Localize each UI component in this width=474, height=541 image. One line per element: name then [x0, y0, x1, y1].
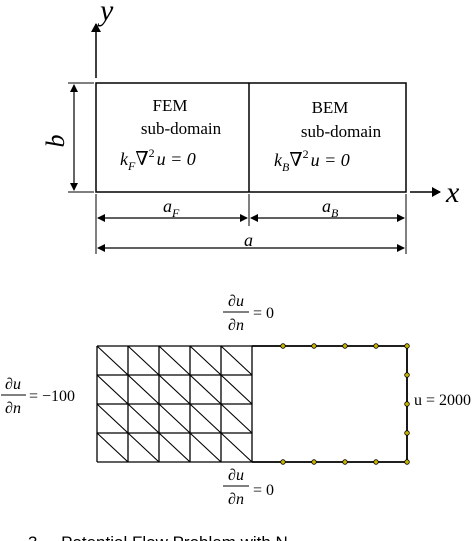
bem-node	[280, 459, 286, 465]
bem-node	[404, 459, 410, 465]
bottom-bc-numerator: ∂u	[228, 467, 244, 484]
bem-node	[373, 343, 379, 349]
mesh-diagonal	[158, 374, 191, 405]
fem-title: FEM	[153, 96, 188, 115]
bem-title: BEM	[312, 98, 349, 117]
bottom-mesh-diagram: ∂u ∂n = 0 ∂u ∂n = −100 u = 2000 ∂u ∂n = …	[1, 293, 471, 508]
bottom-bc-rhs: = 0	[253, 482, 274, 499]
mesh-diagonal	[158, 403, 191, 434]
top-boundary-condition: ∂u ∂n = 0	[223, 293, 274, 334]
bem-node	[311, 459, 317, 465]
bem-boundary	[252, 343, 410, 465]
dim-label-fem: aF	[163, 196, 180, 220]
domain-rectangle	[95, 82, 407, 193]
fem-subtitle: sub-domain	[141, 119, 222, 138]
x-axis-label: x	[445, 176, 460, 209]
mesh-diagonal	[189, 403, 222, 434]
mesh-diagonal	[127, 432, 160, 463]
mesh-diagonal	[220, 374, 253, 405]
mesh-diagonal	[96, 432, 129, 463]
mesh-diagonal	[189, 374, 222, 405]
left-bc-numerator: ∂u	[5, 376, 21, 393]
mesh-diagonal	[96, 403, 129, 434]
mesh-diagonal	[189, 432, 222, 463]
bem-node	[342, 459, 348, 465]
mesh-diagonal	[189, 345, 222, 376]
bem-subtitle: sub-domain	[301, 122, 382, 141]
top-bc-denominator: ∂n	[228, 317, 244, 334]
bottom-boundary-condition: ∂u ∂n = 0	[223, 467, 274, 508]
bottom-bc-denominator: ∂n	[228, 491, 244, 508]
mesh-diagonal	[127, 345, 160, 376]
right-bc: u = 2000	[414, 392, 471, 409]
top-bc-rhs: = 0	[253, 305, 274, 322]
mesh-diagonal	[220, 345, 253, 376]
bem-node	[373, 459, 379, 465]
mesh-diagonal	[127, 374, 160, 405]
mesh-diagonal	[96, 374, 129, 405]
bem-node	[342, 343, 348, 349]
bem-node	[404, 372, 410, 378]
bem-node	[404, 343, 410, 349]
dim-label-bem: aB	[322, 196, 339, 220]
mesh-diagonal	[158, 345, 191, 376]
mesh-diagonal	[96, 345, 129, 376]
top-bc-numerator: ∂u	[228, 293, 244, 310]
mesh-diagonal	[220, 432, 253, 463]
left-bc-denominator: ∂n	[5, 400, 21, 417]
bem-node	[404, 430, 410, 436]
figure-caption: 3. Potential Flow Problem with N	[28, 533, 288, 541]
bem-node	[280, 343, 286, 349]
left-boundary-condition: ∂u ∂n = −100	[1, 376, 75, 417]
fem-mesh	[96, 345, 253, 463]
left-bc-rhs: = −100	[29, 388, 75, 405]
mesh-diagonal	[127, 403, 160, 434]
bem-boundary-line	[252, 345, 408, 463]
bem-node	[311, 343, 317, 349]
y-axis-label: y	[97, 0, 114, 27]
mesh-diagonal	[158, 432, 191, 463]
bem-node	[404, 401, 410, 407]
height-label: b	[41, 135, 70, 148]
mesh-diagonal	[220, 403, 253, 434]
dim-label-total: a	[244, 230, 253, 250]
